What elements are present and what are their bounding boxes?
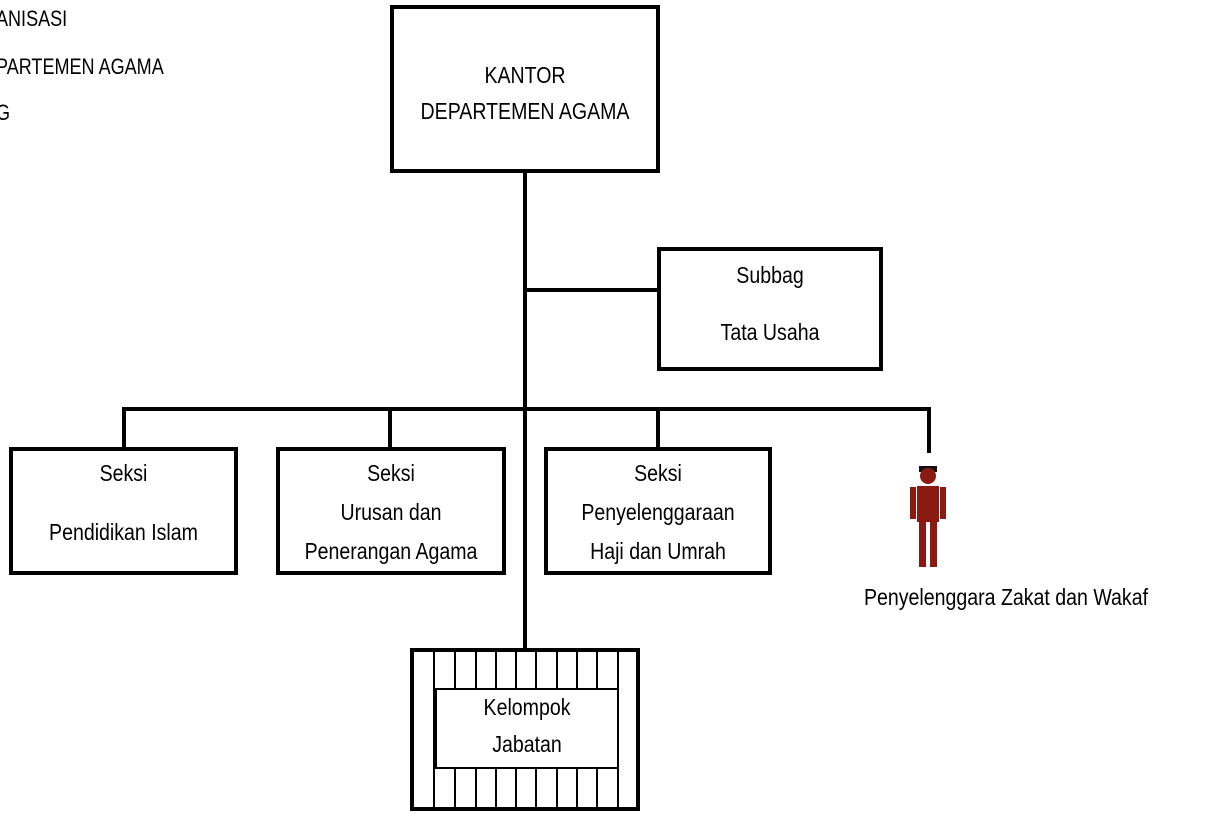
node-seksi-haji-line-2: Penyelenggaraan bbox=[581, 499, 735, 525]
chart-title-line-1: ANISASI bbox=[0, 6, 68, 31]
node-seksi-pendidikan: Seksi Pendidikan Islam bbox=[9, 447, 238, 575]
connector-urusan-drop bbox=[388, 407, 392, 451]
person-left-leg bbox=[919, 522, 926, 567]
chart-title-line-3: G bbox=[0, 99, 10, 127]
node-subbag: Subbag Tata Usaha bbox=[657, 247, 883, 371]
person-icon bbox=[910, 466, 946, 567]
jabatan-label-panel: Kelompok Jabatan bbox=[435, 688, 619, 769]
chart-title-line-2: PARTEMEN AGAMA bbox=[0, 54, 164, 79]
node-seksi-pendidikan-line-1: Seksi bbox=[99, 460, 148, 486]
node-seksi-urusan: Seksi Urusan dan Penerangan Agama bbox=[276, 447, 506, 575]
person-left-arm bbox=[910, 487, 916, 519]
connector-seksi-horizontal bbox=[122, 407, 931, 411]
node-jabatan: Kelompok Jabatan bbox=[410, 648, 640, 811]
person-right-arm bbox=[940, 487, 946, 519]
node-seksi-urusan-line-3: Penerangan Agama bbox=[304, 538, 478, 564]
node-seksi-pendidikan-line-2: Pendidikan Islam bbox=[49, 519, 198, 545]
node-kantor-line-2: DEPARTEMEN AGAMA bbox=[420, 98, 630, 124]
person-right-leg bbox=[930, 522, 937, 567]
node-seksi-haji: Seksi Penyelenggaraan Haji dan Umrah bbox=[544, 447, 772, 575]
node-jabatan-line-2: Jabatan bbox=[492, 731, 562, 757]
node-seksi-urusan-line-1: Seksi bbox=[367, 460, 415, 486]
connector-pendidikan-drop bbox=[122, 407, 126, 451]
node-seksi-haji-line-1: Seksi bbox=[634, 460, 682, 486]
connector-zakat-drop bbox=[927, 407, 931, 453]
connector-subbag-horizontal bbox=[523, 288, 661, 292]
node-kantor: KANTOR DEPARTEMEN AGAMA bbox=[390, 5, 660, 173]
node-subbag-line-1: Subbag bbox=[736, 262, 804, 288]
node-zakat-label: Penyelenggara Zakat dan Wakaf bbox=[864, 584, 1149, 610]
jabatan-lattice-col-1 bbox=[414, 652, 435, 807]
node-seksi-urusan-line-2: Urusan dan bbox=[340, 499, 442, 525]
node-seksi-haji-line-3: Haji dan Umrah bbox=[590, 538, 726, 564]
person-head bbox=[920, 468, 936, 484]
connector-haji-drop bbox=[656, 407, 660, 451]
node-kantor-line-1: KANTOR bbox=[484, 62, 566, 88]
node-subbag-line-2: Tata Usaha bbox=[720, 319, 820, 345]
person-torso bbox=[917, 486, 939, 522]
node-jabatan-line-1: Kelompok bbox=[483, 694, 571, 720]
